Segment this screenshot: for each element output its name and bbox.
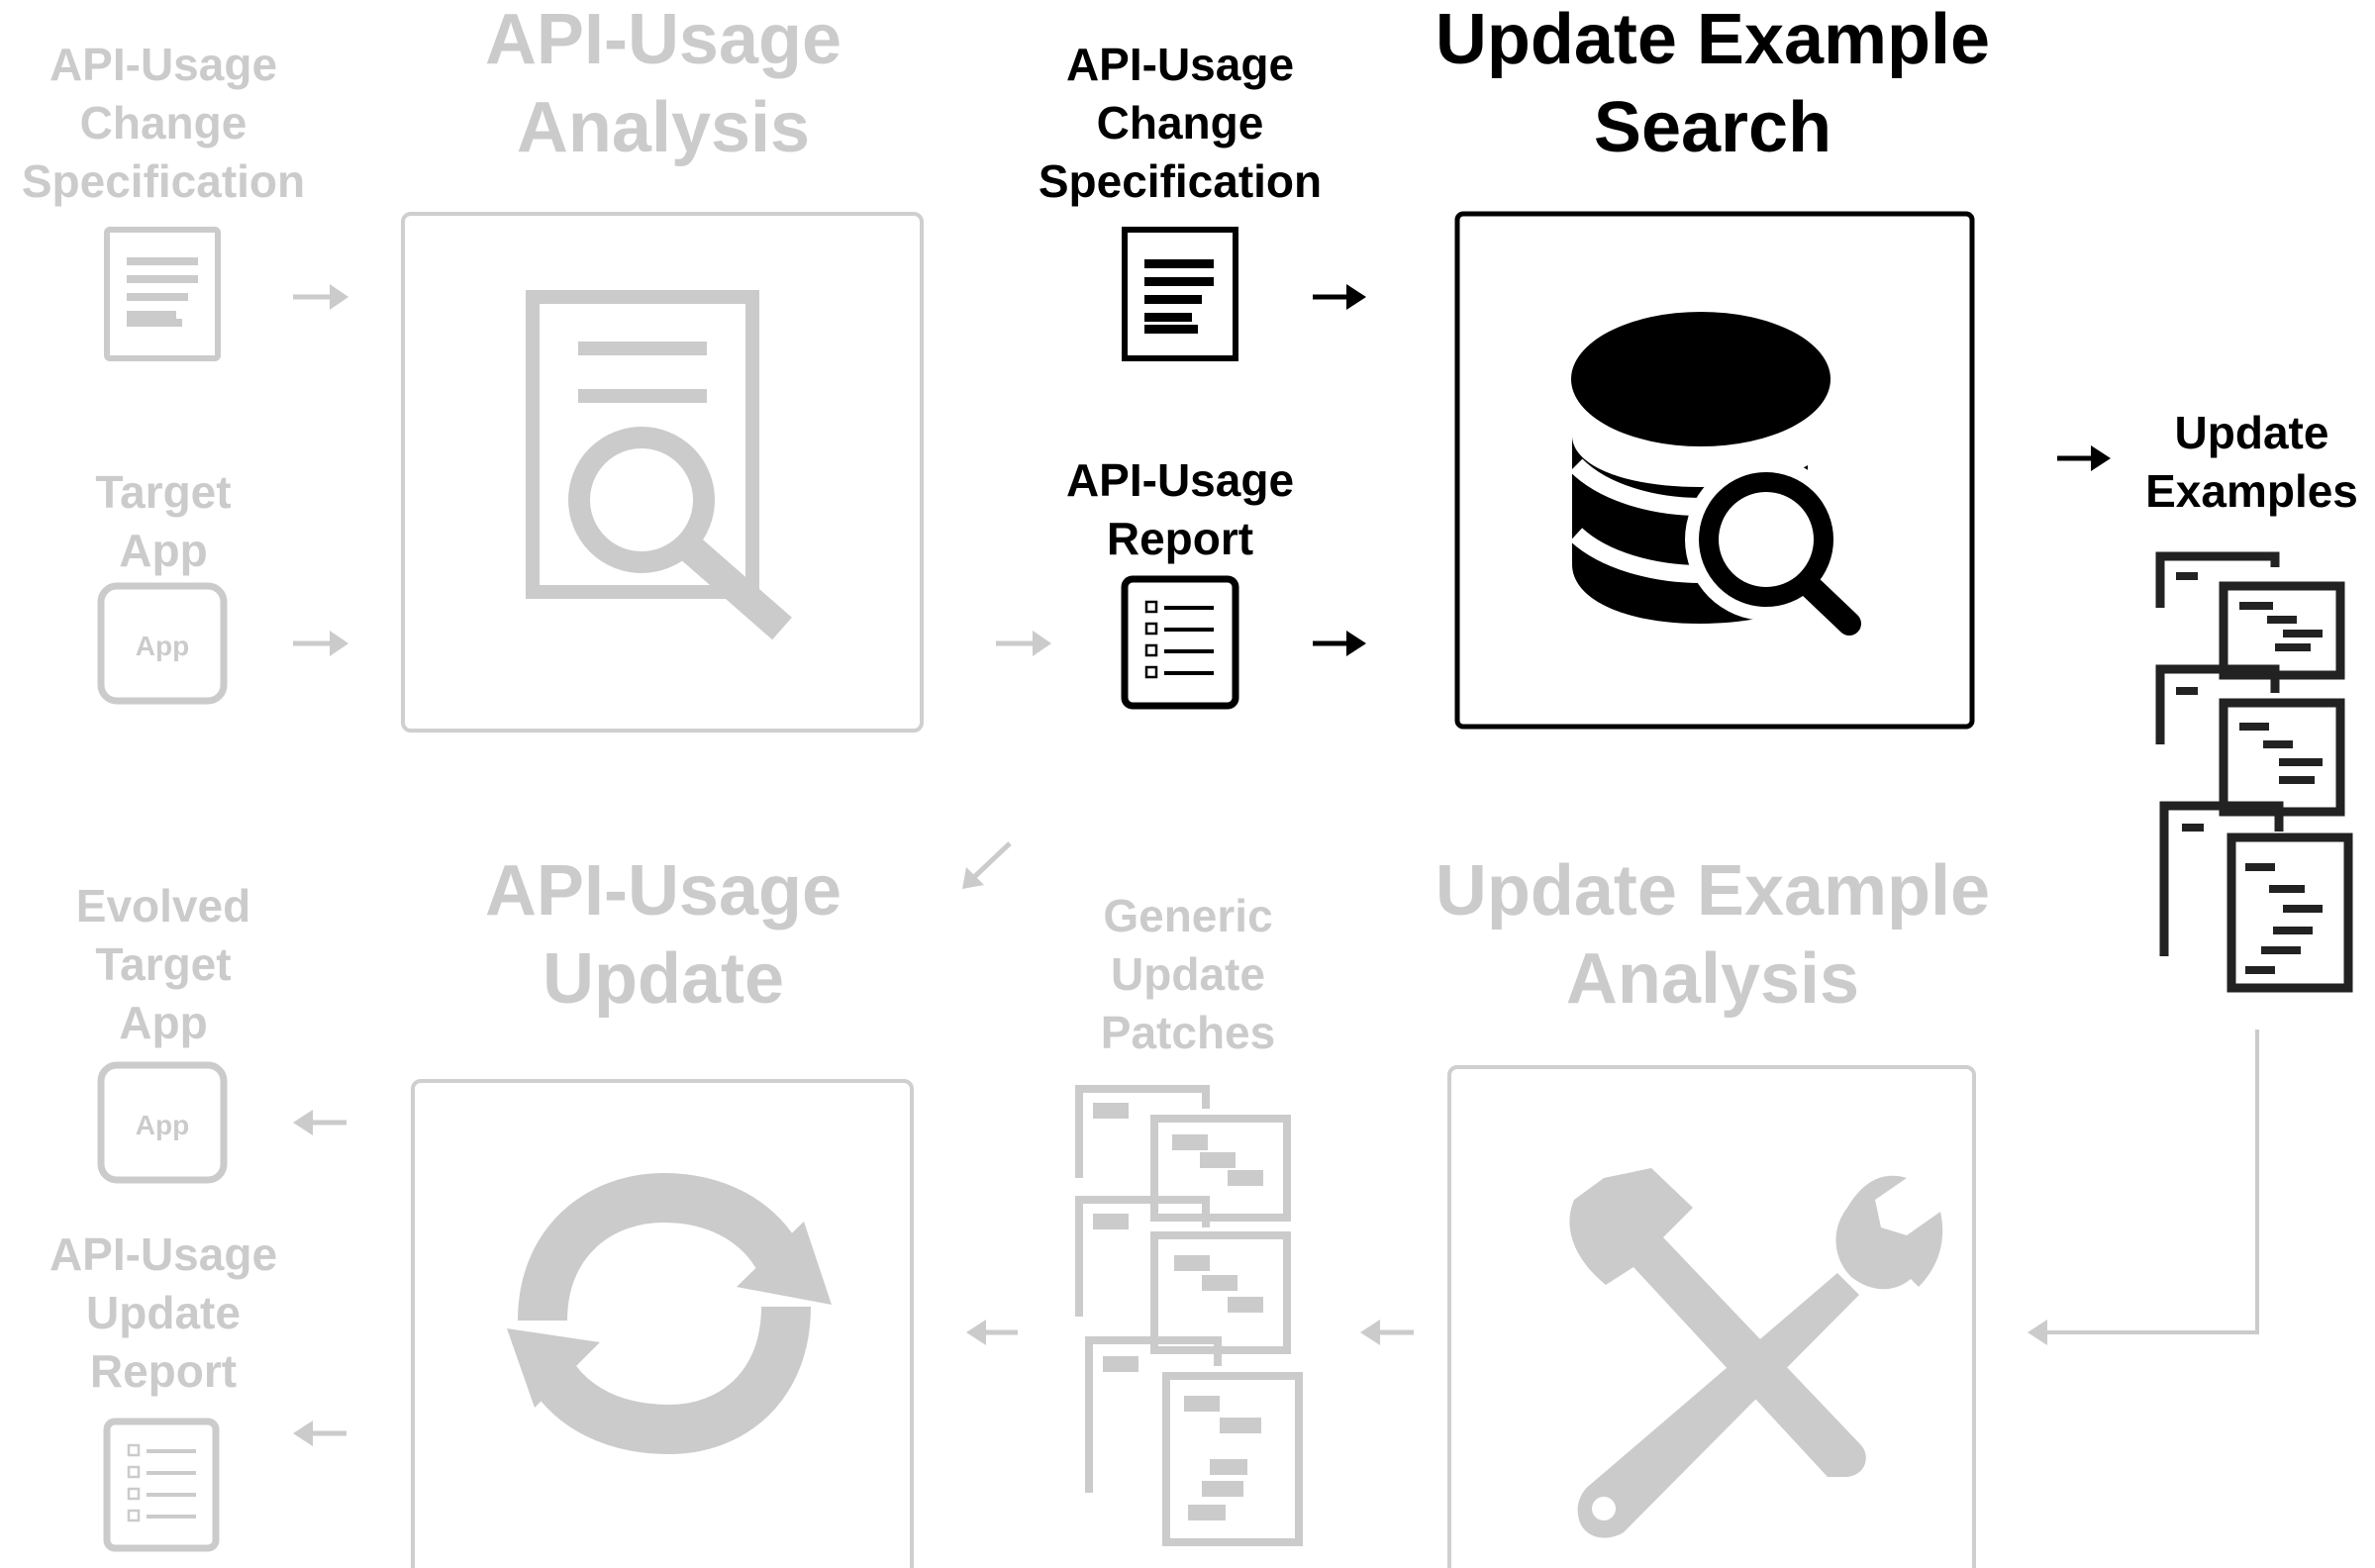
arrow-examples-to-example-analysis — [2028, 1029, 2259, 1345]
search-stage-title: Update Example Search — [1435, 0, 1991, 167]
target-app-label: Target App — [95, 466, 232, 576]
arrow-spec-to-analysis — [293, 284, 348, 310]
arrow-patches-to-update — [966, 1320, 1018, 1345]
sync-arrows-icon — [507, 1172, 832, 1455]
arrow-diagonal-to-update — [962, 841, 1012, 889]
database-search-icon — [1569, 312, 1861, 636]
arrow-update-to-evolved-app — [293, 1110, 346, 1135]
update-stage-title: API-Usage Update — [484, 851, 842, 1019]
spec-mid-label: API-Usage Change Specification — [1038, 39, 1323, 207]
spec-left-label: API-Usage Change Specification — [21, 39, 306, 207]
patches-label: Generic Update Patches — [1100, 890, 1276, 1058]
arrow-search-to-examples — [2057, 445, 2111, 471]
analysis-stage-title: API-Usage Analysis — [484, 0, 842, 167]
evolved-app-label: Evolved Target App — [75, 880, 251, 1048]
update-report-checklist-icon — [103, 1418, 220, 1552]
spec-document-icon-active — [1122, 227, 1238, 361]
update-report-label: API-Usage Update Report — [49, 1228, 278, 1397]
update-examples-label: Update Examples — [2145, 407, 2358, 517]
arrow-analysis-to-report — [996, 631, 1051, 656]
search-stage-box — [1454, 211, 1975, 730]
arrow-example-analysis-to-patches — [1360, 1320, 1414, 1345]
document-magnifier-icon — [526, 290, 792, 640]
arrow-update-to-update-report — [293, 1421, 346, 1446]
arrow-app-to-analysis — [293, 631, 348, 656]
arrow-report-to-search — [1313, 631, 1366, 656]
evolved-app-badge-text: App — [136, 1110, 189, 1140]
target-app-icon: App — [97, 582, 228, 705]
spec-document-icon-left — [104, 227, 221, 361]
example-analysis-stage-box — [1447, 1065, 1976, 1568]
target-app-badge-text: App — [136, 631, 189, 661]
update-stage-box — [411, 1079, 914, 1568]
update-examples-icon — [2155, 551, 2353, 993]
evolved-app-icon: App — [97, 1061, 228, 1184]
report-checklist-icon-active — [1121, 575, 1239, 710]
analysis-stage-box — [401, 212, 924, 733]
usage-report-label: API-Usage Report — [1065, 454, 1295, 564]
update-patches-icon — [1075, 1085, 1303, 1546]
hammer-wrench-icon — [1569, 1168, 1943, 1538]
example-analysis-stage-title: Update Example Analysis — [1435, 851, 1991, 1019]
arrow-spec-to-search — [1313, 284, 1366, 310]
